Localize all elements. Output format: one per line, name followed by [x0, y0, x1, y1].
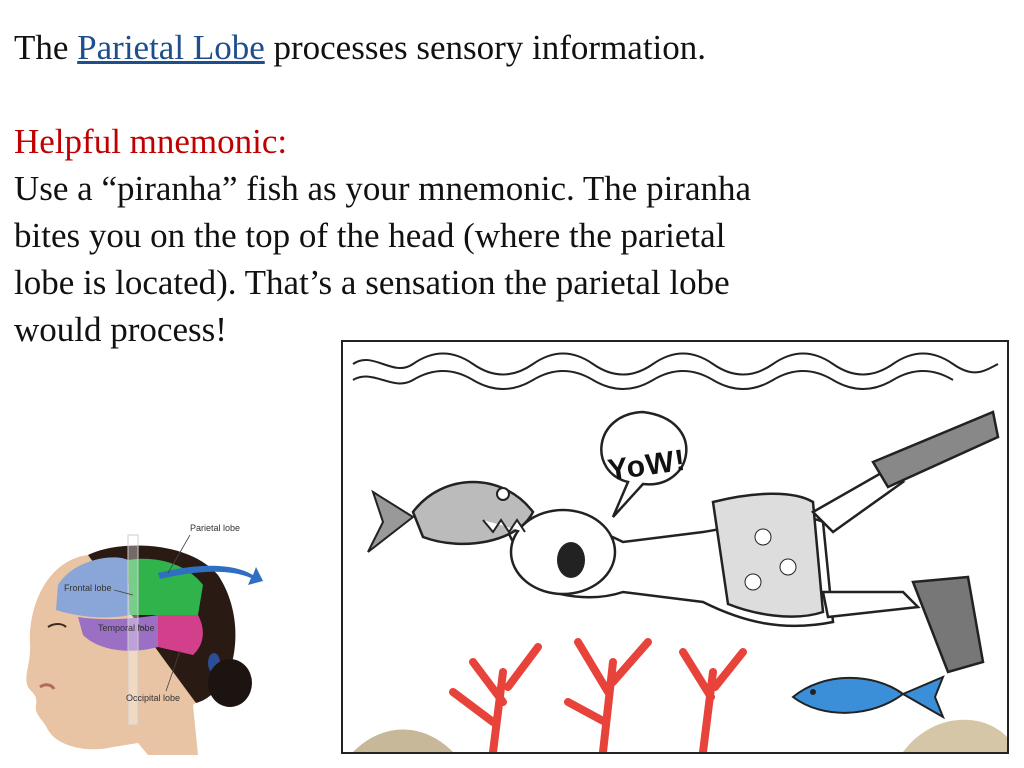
- slide-text: The Parietal Lobe processes sensory info…: [14, 24, 974, 353]
- swimmer-shorts: [711, 492, 825, 618]
- occipital-lobe-label: Occipital lobe: [126, 693, 181, 703]
- water-wave-bottom: [352, 370, 954, 390]
- piranha-cartoon: YoW!: [341, 340, 1009, 754]
- coral-group: [449, 638, 747, 752]
- piranha-teeth: [482, 518, 526, 534]
- piranha-tail: [367, 489, 415, 553]
- body-line-2: bites you on the top of the head (where …: [14, 216, 726, 255]
- shorts-flower: [779, 558, 797, 576]
- blue-fish-body: [791, 676, 905, 714]
- swimmer-mouth: [557, 542, 585, 578]
- parietal-lobe-label: Parietal lobe: [190, 523, 241, 533]
- intro-prefix: The: [14, 28, 78, 67]
- rock: [903, 719, 1007, 752]
- swim-fin-lower: [911, 575, 985, 674]
- head-illustration: [26, 534, 263, 755]
- water-wave-top: [352, 352, 999, 376]
- parietal-leader: [167, 534, 191, 574]
- temporal-leader: [137, 624, 149, 632]
- body-line-4: would process!: [14, 310, 227, 349]
- intro-suffix: processes sensory information.: [264, 28, 707, 67]
- frontal-lobe-label: Frontal lobe: [64, 583, 112, 593]
- coral-branch: [449, 643, 542, 752]
- parietal-lobe-link[interactable]: Parietal Lobe: [77, 28, 265, 67]
- lips-shape: [39, 683, 56, 690]
- spacer: [14, 71, 974, 118]
- piranha-eye: [496, 487, 510, 501]
- speech-bubble: [600, 410, 688, 518]
- arrow-shape: [158, 565, 263, 585]
- section-plane: [127, 534, 139, 726]
- temporal-lobe-label: Temporal lobe: [98, 623, 155, 633]
- body-line-1: Use a “piranha” fish as your mnemonic. T…: [14, 169, 752, 208]
- occipital-lobe-region: [158, 615, 203, 655]
- swimmer-leg-upper: [810, 470, 906, 534]
- swimmer-leg-lower: [821, 590, 921, 619]
- coral-branch: [564, 638, 652, 752]
- swim-fin-upper: [871, 410, 1000, 489]
- frontal-leader: [113, 589, 134, 596]
- frontal-lobe-region: [56, 557, 130, 618]
- coral-branch: [679, 648, 747, 752]
- brain-figure: Parietal lobe Frontal lobe Temporal lobe…: [18, 515, 268, 755]
- mnemonic-heading: Helpful mnemonic:: [14, 122, 288, 161]
- rock: [353, 729, 453, 752]
- shorts-flower: [744, 573, 762, 591]
- eye-shape: [47, 623, 67, 628]
- body-line-3: lobe is located). That’s a sensation the…: [14, 263, 730, 302]
- occipital-leader: [165, 650, 181, 692]
- shorts-flower: [754, 528, 772, 546]
- blue-fish-eye: [810, 689, 816, 695]
- cartoon-drawing: [352, 352, 1007, 752]
- blue-fish-tail: [900, 675, 945, 720]
- intro-line: The Parietal Lobe processes sensory info…: [14, 24, 974, 71]
- hair-bun: [208, 659, 252, 707]
